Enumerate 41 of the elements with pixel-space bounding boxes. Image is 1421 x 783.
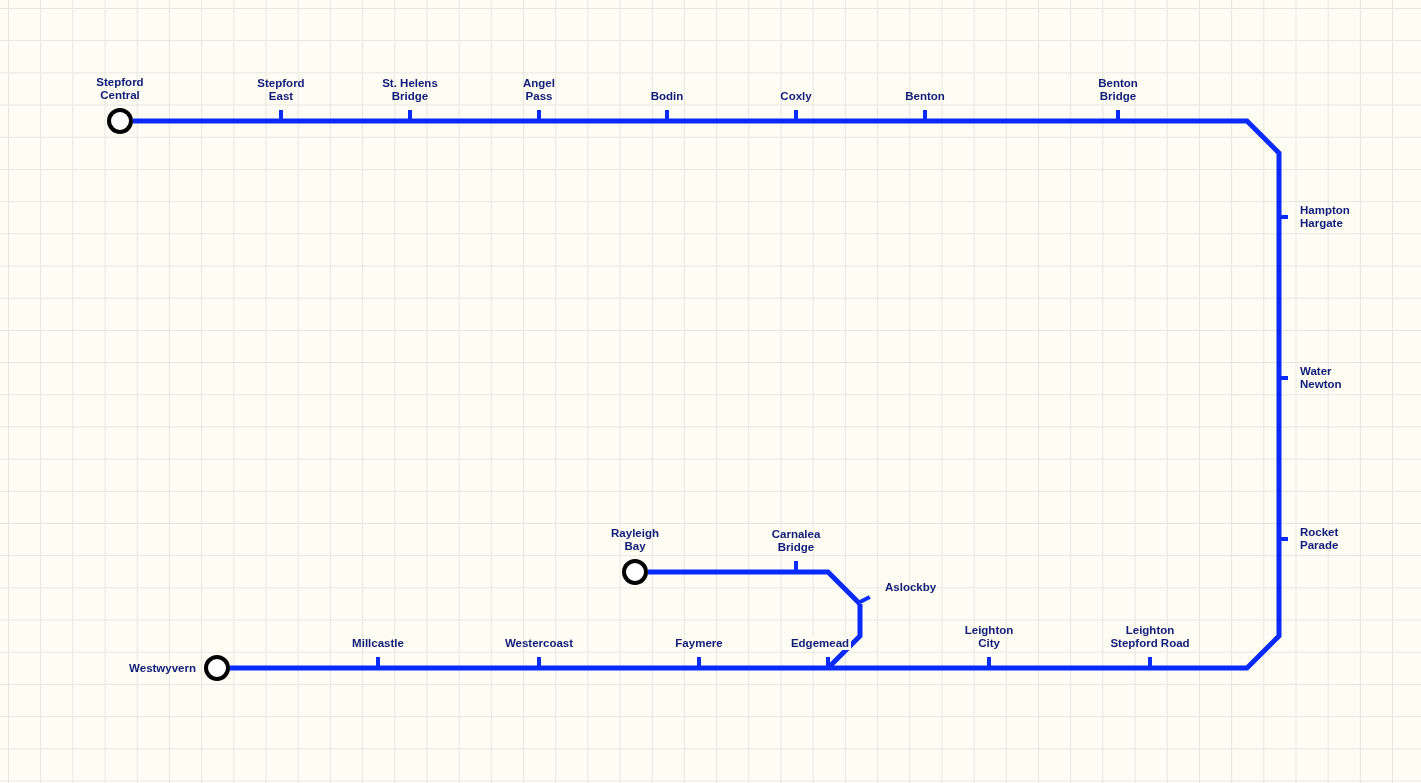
rail-line	[667, 118, 796, 124]
rail-line	[796, 569, 862, 606]
station-name: St. Helens Bridge	[381, 77, 439, 103]
station-name: Stepford East	[256, 77, 306, 103]
station-name: Westercoast	[503, 637, 575, 650]
station-name: Millcastle	[351, 637, 405, 650]
rail-line	[796, 118, 925, 124]
station-name: Angel Pass	[522, 77, 556, 103]
rail-line	[410, 118, 539, 124]
rail-line	[133, 118, 281, 124]
rail-line	[539, 665, 699, 671]
rail-line	[1276, 217, 1282, 378]
station-name: Hampton Hargate	[1300, 204, 1351, 230]
rail-line	[230, 665, 378, 671]
station-name: Faymere	[674, 637, 724, 650]
station-name: Rocket Parade	[1300, 526, 1340, 552]
rail-line	[925, 118, 1118, 124]
rail-line	[699, 665, 828, 671]
station-name: Coxly	[779, 90, 813, 103]
rail-line	[826, 604, 863, 670]
rail-line	[281, 118, 410, 124]
station-name: Rayleigh Bay	[610, 527, 660, 553]
rail-line	[648, 569, 796, 575]
station-name: Benton	[904, 90, 946, 103]
station-name: Benton Bridge	[1097, 77, 1139, 103]
rail-line	[989, 665, 1150, 671]
rail-line	[1150, 539, 1282, 671]
station-name: Stepford Central	[95, 76, 145, 102]
station-name: Bodin	[649, 90, 685, 103]
station-name: Edgemead	[788, 637, 852, 650]
rail-line	[828, 665, 989, 671]
station-name: Carnalea Bridge	[770, 528, 822, 554]
rail-line	[539, 118, 667, 124]
rail-line	[1118, 118, 1282, 217]
rail-line	[378, 665, 539, 671]
station-name: Leighton City	[963, 624, 1015, 650]
station-name: Water Newton	[1300, 365, 1343, 391]
rail-line	[1276, 378, 1282, 539]
station-name: Aslockby	[885, 581, 937, 594]
station-name: Westwyvern	[129, 661, 196, 675]
station-name: Leighton Stepford Road	[1109, 624, 1191, 650]
